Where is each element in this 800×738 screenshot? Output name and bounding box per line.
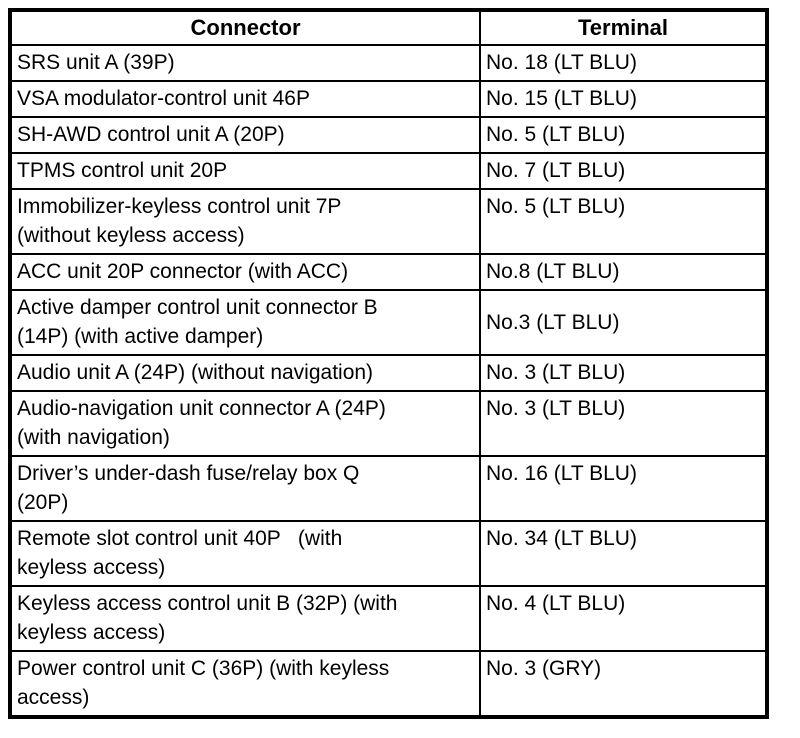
connector-cell: Remote slot control unit 40P (with keyle… <box>9 520 481 587</box>
header-row: Connector Terminal <box>9 9 768 46</box>
connector-cell: TPMS control unit 20P <box>9 152 481 190</box>
connector-cell: SRS unit A (39P) <box>9 44 481 82</box>
connector-cell: Active damper control unit connector B (… <box>9 289 481 356</box>
table-row: Power control unit C (36P) (with keyless… <box>9 650 768 718</box>
connector-cell: ACC unit 20P connector (with ACC) <box>9 253 481 291</box>
table-row: Active damper control unit connector B (… <box>9 289 768 356</box>
connector-cell: Audio-navigation unit connector A (24P) … <box>9 390 481 457</box>
terminal-cell: No. 4 (LT BLU) <box>479 585 768 652</box>
connector-cell: Driver’s under-dash fuse/relay box Q (20… <box>9 455 481 522</box>
table-row: Immobilizer-keyless control unit 7P (wit… <box>9 188 768 255</box>
table-row: Remote slot control unit 40P (with keyle… <box>9 520 768 587</box>
connector-terminal-table: Connector Terminal SRS unit A (39P) No. … <box>8 8 769 719</box>
table-row: Audio unit A (24P) (without navigation) … <box>9 354 768 392</box>
connector-cell: Keyless access control unit B (32P) (wit… <box>9 585 481 652</box>
connector-cell: Immobilizer-keyless control unit 7P (wit… <box>9 188 481 255</box>
table-row: SH-AWD control unit A (20P) No. 5 (LT BL… <box>9 116 768 154</box>
table-row: Audio-navigation unit connector A (24P) … <box>9 390 768 457</box>
table-row: ACC unit 20P connector (with ACC) No.8 (… <box>9 253 768 291</box>
terminal-cell: No. 5 (LT BLU) <box>479 116 768 154</box>
table-row: VSA modulator-control unit 46P No. 15 (L… <box>9 80 768 118</box>
terminal-cell: No. 34 (LT BLU) <box>479 520 768 587</box>
terminal-cell: No. 3 (LT BLU) <box>479 390 768 457</box>
terminal-cell: No.3 (LT BLU) <box>479 289 768 356</box>
terminal-cell: No. 3 (LT BLU) <box>479 354 768 392</box>
connector-cell: Power control unit C (36P) (with keyless… <box>9 650 481 718</box>
connector-cell: VSA modulator-control unit 46P <box>9 80 481 118</box>
table-row: TPMS control unit 20P No. 7 (LT BLU) <box>9 152 768 190</box>
terminal-cell: No. 5 (LT BLU) <box>479 188 768 255</box>
terminal-cell: No.8 (LT BLU) <box>479 253 768 291</box>
connector-cell: Audio unit A (24P) (without navigation) <box>9 354 481 392</box>
terminal-cell: No. 15 (LT BLU) <box>479 80 768 118</box>
header-connector: Connector <box>9 9 481 46</box>
terminal-cell: No. 7 (LT BLU) <box>479 152 768 190</box>
table-row: Keyless access control unit B (32P) (wit… <box>9 585 768 652</box>
header-terminal: Terminal <box>479 9 768 46</box>
table-row: SRS unit A (39P) No. 18 (LT BLU) <box>9 44 768 82</box>
connector-cell: SH-AWD control unit A (20P) <box>9 116 481 154</box>
terminal-cell: No. 18 (LT BLU) <box>479 44 768 82</box>
table-row: Driver’s under-dash fuse/relay box Q (20… <box>9 455 768 522</box>
terminal-cell: No. 16 (LT BLU) <box>479 455 768 522</box>
terminal-cell: No. 3 (GRY) <box>479 650 768 718</box>
